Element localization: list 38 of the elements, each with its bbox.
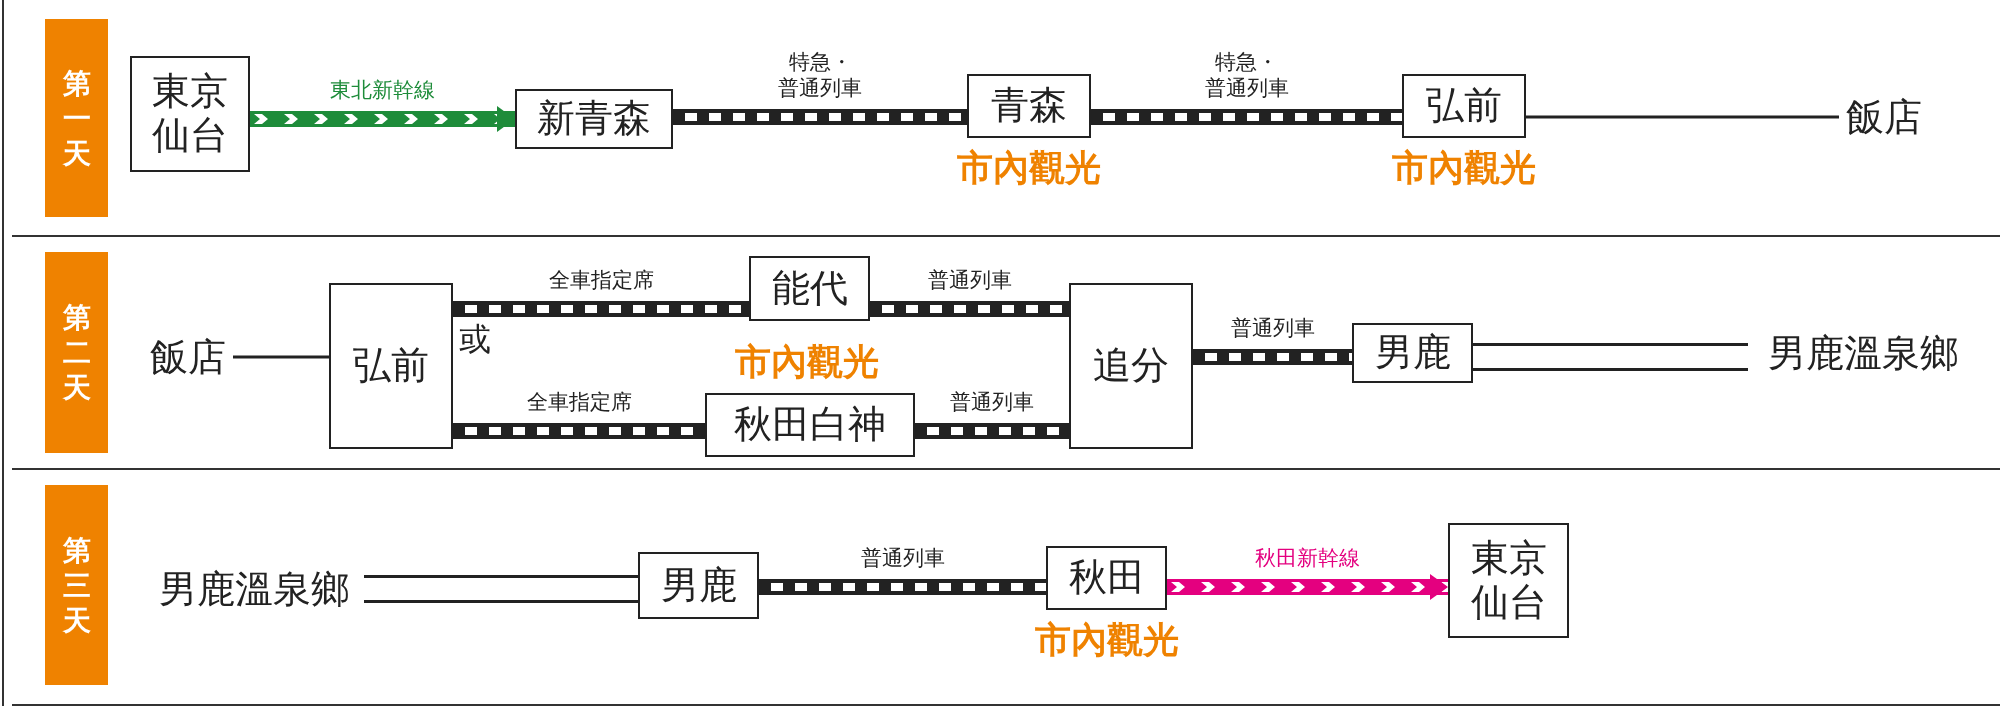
station-box: 東京仙台 (1448, 523, 1569, 638)
station-box: 弘前 (329, 283, 453, 449)
place-text: 飯店 (143, 335, 233, 380)
railway-line (870, 301, 1069, 317)
station-box: 男鹿 (638, 552, 759, 619)
sightseeing-note: 市內觀光 (957, 146, 1101, 190)
day-tab: 第三天 (45, 485, 108, 685)
double-line (1473, 343, 1748, 371)
conjunction-text: 或 (459, 319, 491, 360)
station-box: 新青森 (515, 89, 673, 149)
railway-line (453, 301, 749, 317)
place-text: 男鹿溫泉鄉 (1748, 331, 1978, 376)
station-box: 能代 (749, 256, 870, 321)
railway-line (915, 423, 1069, 439)
sightseeing-note: 市內觀光 (1034, 618, 1179, 662)
shinkansen-line (1167, 574, 1448, 600)
railway-line (1193, 349, 1352, 365)
station-box: 追分 (1069, 283, 1193, 449)
railway-line (453, 423, 705, 439)
railway-line (673, 109, 967, 125)
station-box: 弘前 (1402, 74, 1526, 138)
day-tab: 第一天 (45, 19, 108, 217)
shinkansen-line (250, 106, 515, 132)
station-box: 東京仙台 (130, 56, 250, 172)
connector-line (233, 355, 329, 359)
day-tab: 第二天 (45, 252, 108, 453)
station-box: 秋田 (1046, 546, 1167, 610)
sightseeing-note: 市內觀光 (735, 340, 879, 384)
station-box: 秋田白神 (705, 393, 915, 457)
station-box: 青森 (967, 74, 1091, 138)
sightseeing-note: 市內觀光 (1392, 146, 1536, 190)
double-line (364, 575, 638, 603)
railway-line (1091, 109, 1402, 125)
place-text: 男鹿溫泉鄉 (144, 567, 364, 612)
place-text: 飯店 (1839, 95, 1929, 140)
station-box: 男鹿 (1352, 323, 1473, 383)
railway-line (759, 579, 1046, 595)
connector-line (1526, 115, 1839, 119)
